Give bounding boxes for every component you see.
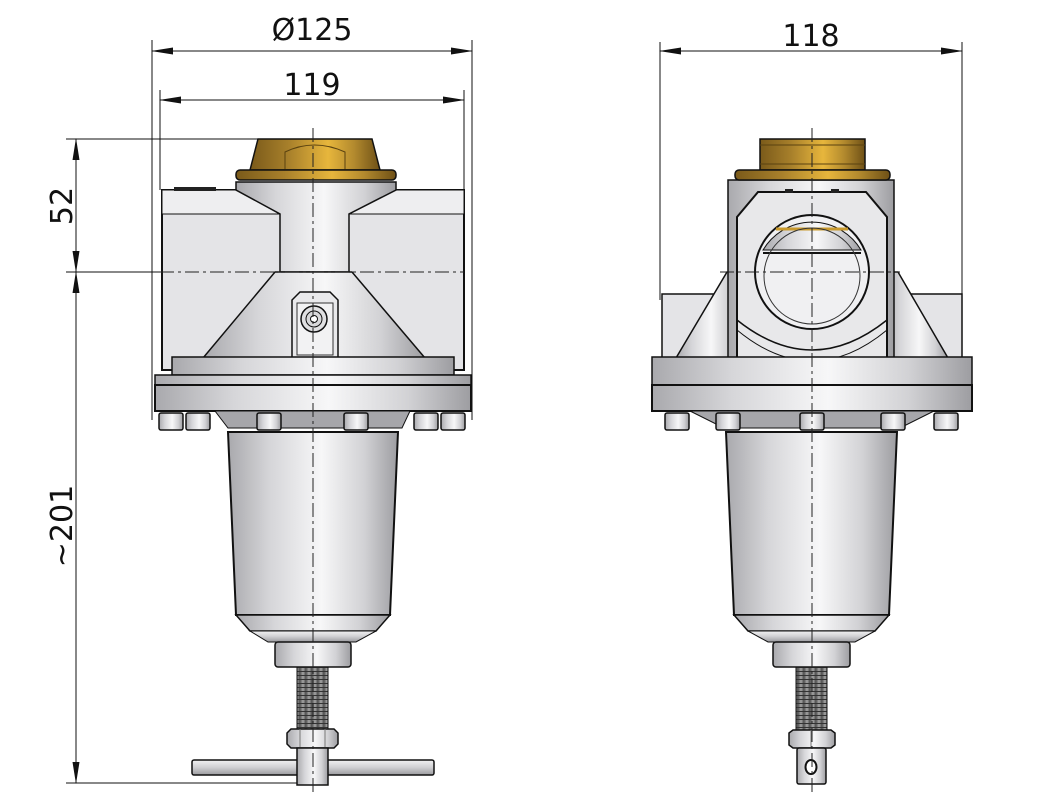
bolts-side bbox=[664, 412, 959, 431]
front-view: Ø125 119 52 ~201 bbox=[45, 13, 473, 795]
dimension-diameter-125: Ø125 bbox=[151, 13, 473, 420]
dimension-height-201: ~201 bbox=[45, 271, 300, 784]
side-view: 118 bbox=[651, 19, 973, 795]
dimension-width-118: 118 bbox=[659, 19, 963, 300]
dimension-label-201: ~201 bbox=[45, 485, 80, 567]
dimension-label-diameter: Ø125 bbox=[272, 13, 353, 48]
bolts-front bbox=[158, 412, 466, 431]
t-handle[interactable] bbox=[191, 747, 435, 786]
brass-cap bbox=[235, 138, 397, 181]
dimension-label-119: 119 bbox=[283, 68, 340, 103]
dimension-label-118: 118 bbox=[782, 19, 839, 54]
gauge-port bbox=[291, 291, 339, 359]
dimension-label-52: 52 bbox=[45, 187, 80, 225]
dimension-width-119: 119 bbox=[159, 68, 465, 190]
